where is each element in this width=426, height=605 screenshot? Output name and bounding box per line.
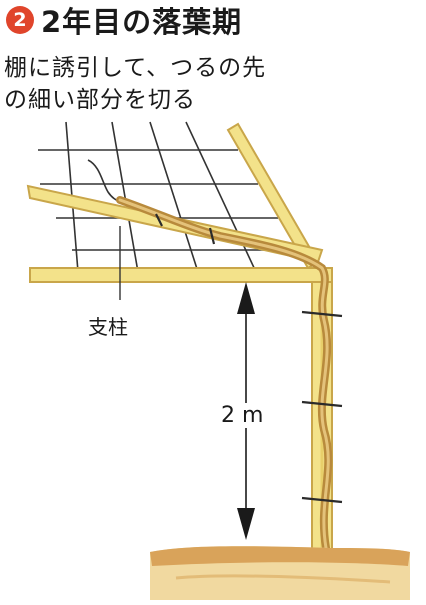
height-label: 2 m [218, 403, 267, 428]
tie-1 [155, 213, 163, 227]
trellis-wire-d4 [185, 121, 257, 273]
heading-title: 2年目の落葉期 [41, 5, 243, 39]
step-number-badge: 2 [6, 6, 34, 34]
caption-line-1: 棚に誘引して、つるの先 [4, 55, 267, 81]
trellis-wire-d3 [149, 121, 199, 273]
tie-3 [301, 310, 343, 318]
trellis-wire-d2 [111, 121, 139, 273]
tie-5 [301, 496, 343, 504]
vine-tip [87, 159, 121, 203]
heading: 2 2年目の落葉期 [6, 2, 243, 39]
horizontal-beam [29, 267, 333, 283]
ground-soil [150, 546, 410, 600]
post-label: 支柱 [88, 315, 128, 339]
tie-2 [208, 227, 216, 245]
caption-line-2: の細い部分を切る [4, 87, 196, 113]
instruction-caption: 棚に誘引して、つるの先 の細い部分を切る [4, 52, 266, 116]
vine-trunk [116, 196, 333, 552]
tie-4 [301, 400, 343, 408]
vine-ties [155, 213, 343, 504]
